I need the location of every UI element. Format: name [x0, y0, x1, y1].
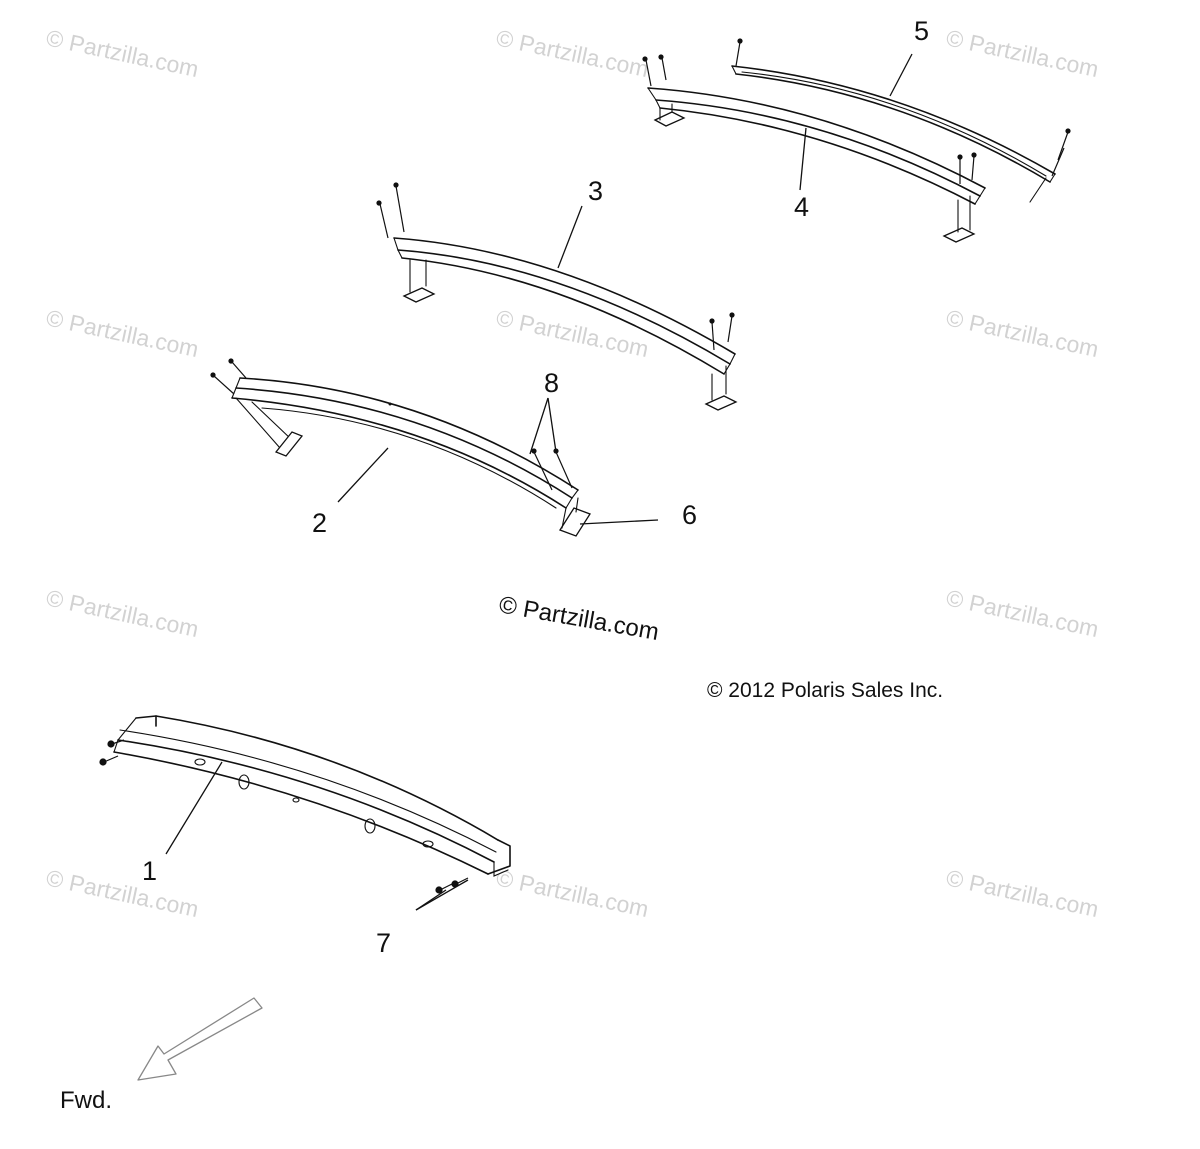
watermark: © Partzilla.com [944, 584, 1101, 642]
watermark: © Partzilla.com [44, 24, 201, 82]
bolt [971, 155, 975, 181]
leader-lines [165, 53, 913, 911]
bolt [735, 41, 741, 67]
watermark: © Partzilla.com [494, 864, 651, 922]
mount-bracket [653, 111, 686, 127]
watermark: © Partzilla.com [494, 304, 651, 362]
callout-4: 4 [794, 192, 809, 222]
bolt [1051, 147, 1065, 177]
watermark: © Partzilla.com [494, 24, 651, 82]
leader-line-1 [165, 761, 223, 855]
part-4-crossmember [642, 54, 986, 243]
partzilla-credit: © Partzilla.com [497, 591, 661, 646]
part-5-crossmember [731, 38, 1071, 203]
bolt [727, 315, 733, 343]
leader-line-7b [415, 879, 469, 911]
bolt [395, 185, 405, 233]
mount-bracket [559, 507, 591, 537]
watermark: © Partzilla.com [944, 304, 1101, 362]
leader-line-4 [799, 127, 807, 191]
leader-line-6 [579, 519, 659, 525]
leader-line-8b [547, 397, 557, 453]
mount-bracket [274, 431, 304, 457]
watermark: © Partzilla.com [44, 584, 201, 642]
bolt [379, 203, 389, 239]
watermark: © Partzilla.com [944, 864, 1101, 922]
leader-line-8a [529, 397, 549, 455]
watermark-layer: © Partzilla.com © Partzilla.com © Partzi… [44, 24, 1101, 922]
leader-line-2 [337, 447, 389, 503]
part-3-crossmember [376, 182, 738, 411]
bolt [533, 451, 553, 491]
bolt [1057, 131, 1069, 161]
bolt [661, 57, 667, 81]
callout-3: 3 [588, 176, 603, 206]
callout-6: 6 [682, 500, 697, 530]
callout-5: 5 [914, 16, 929, 46]
callout-7: 7 [376, 928, 391, 958]
leader-line-5 [889, 53, 913, 97]
callout-1: 1 [142, 856, 157, 886]
bolt [231, 361, 247, 379]
part-2-crossmember [210, 358, 591, 537]
mount-bracket [402, 287, 436, 303]
mount-bracket [704, 395, 738, 411]
bolt [711, 321, 715, 351]
bolt [645, 59, 652, 87]
watermark: © Partzilla.com [44, 864, 201, 922]
bolt [555, 451, 573, 489]
callout-8: 8 [544, 368, 559, 398]
forward-arrow-icon [137, 997, 263, 1081]
callouts: 1 2 3 4 5 6 7 8 [142, 16, 929, 958]
polaris-copyright: © 2012 Polaris Sales Inc. [707, 679, 943, 702]
mount-bracket [942, 227, 976, 243]
forward-label: Fwd. [60, 1087, 112, 1114]
bolt [213, 375, 235, 395]
part-1-crossmember [99, 715, 511, 894]
leader-line-3 [557, 205, 583, 269]
watermark: © Partzilla.com [44, 304, 201, 362]
callout-2: 2 [312, 508, 327, 538]
watermark: © Partzilla.com [944, 24, 1101, 82]
